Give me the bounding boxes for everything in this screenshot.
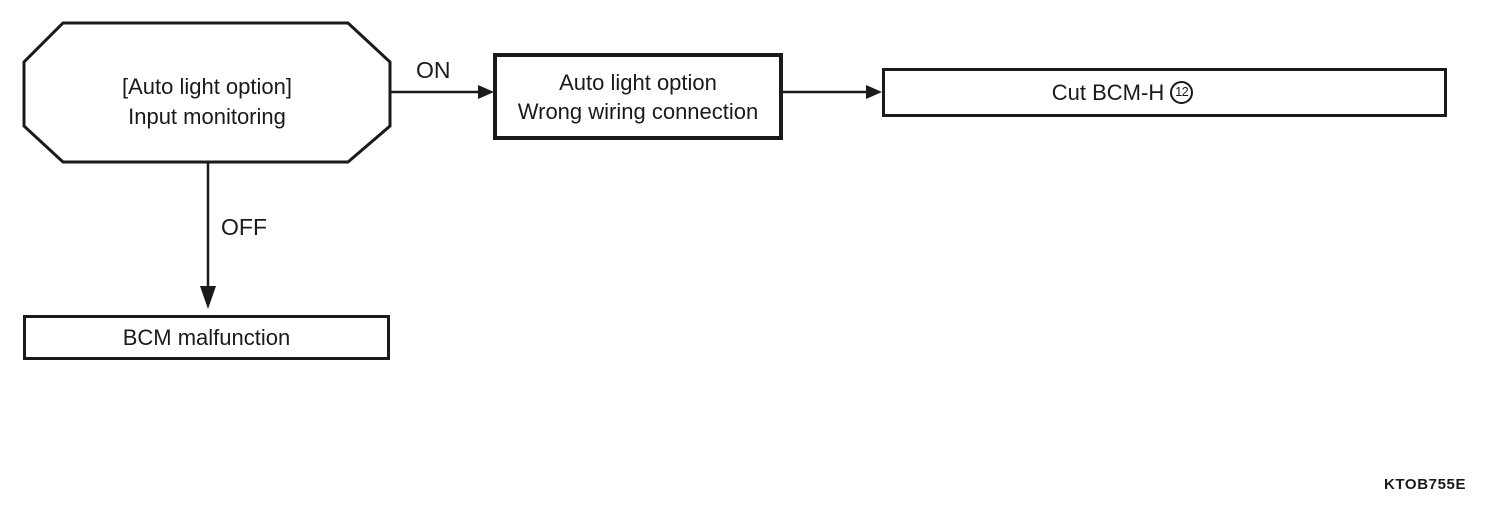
bcm-malfunction-label: BCM malfunction [122,325,291,350]
off-edge-label: OFF [221,214,267,240]
wrong-wiring-node: Auto light option Wrong wiring connectio… [493,53,783,140]
input-monitoring-line1: [Auto light option] [121,73,292,99]
input-monitoring-octagon-shape [22,21,392,164]
connector-number-badge: 12 [1170,81,1194,104]
off-arrowhead [200,286,216,309]
input-monitoring-line2: Input monitoring [128,103,286,129]
on-edge-label: ON [416,57,451,83]
bcm-malfunction-node: BCM malfunction [23,315,390,360]
on-arrowhead [478,85,494,99]
wrong-wiring-line2: Wrong wiring connection [517,98,759,124]
figure-code: KTOB755E [1384,476,1467,493]
wiring-to-cut-arrowhead [866,85,882,99]
cut-bcm-node: Cut BCM-H 12 [882,68,1447,117]
cut-bcm-content: Cut BCM-H 12 [1051,78,1194,107]
cut-bcm-label: Cut BCM-H [1051,80,1165,105]
wrong-wiring-line1: Auto light option [559,69,717,95]
input-monitoring-node: [Auto light option] Input monitoring [24,23,390,171]
